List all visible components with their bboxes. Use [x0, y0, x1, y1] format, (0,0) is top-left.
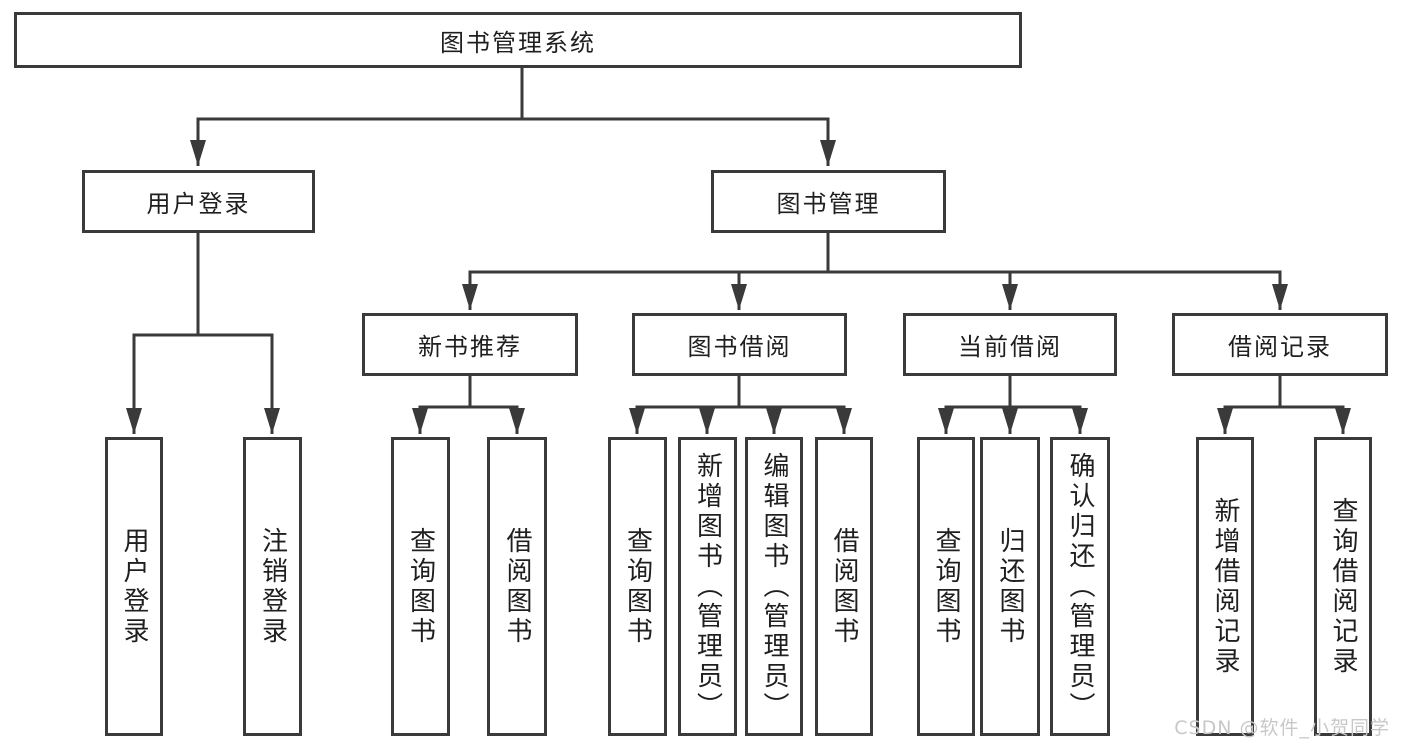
leaf-newbooks-borrow-books: 借阅图书 [487, 437, 547, 736]
leaf-current-query-books: 查询图书 [917, 437, 975, 736]
leaf-user-login: 用户登录 [105, 437, 163, 736]
leaf-newbooks-query-books: 查询图书 [391, 437, 450, 736]
node-user-login: 用户登录 [82, 170, 315, 233]
node-book-borrow: 图书借阅 [632, 313, 847, 376]
leaf-borrow-query-books: 查询图书 [608, 437, 667, 736]
node-new-book-recommend: 新书推荐 [362, 313, 578, 376]
leaf-borrow-borrow-books: 借阅图书 [815, 437, 873, 736]
watermark: CSDN @软件_小贺同学 [1174, 717, 1390, 739]
connector-records-to-leaves [1217, 376, 1351, 434]
leaf-logout: 注销登录 [243, 437, 302, 736]
leaf-current-return-books: 归还图书 [980, 437, 1040, 736]
connector-root-to-level2 [190, 68, 836, 166]
leaf-borrow-edit-books-admin: 编辑图书（管理员） [745, 437, 803, 736]
leaf-records-query-record: 查询借阅记录 [1314, 437, 1372, 736]
node-book-management: 图书管理 [711, 170, 946, 233]
leaf-records-add-record: 新增借阅记录 [1196, 437, 1254, 736]
connector-bookborrow-to-leaves [629, 376, 852, 434]
node-current-borrow: 当前借阅 [903, 313, 1117, 376]
connector-newbooks-to-leaves [412, 376, 525, 434]
connector-management-to-level3 [462, 233, 1288, 310]
connector-login-to-leaves [126, 233, 280, 434]
node-root-system: 图书管理系统 [14, 12, 1022, 68]
leaf-borrow-add-books-admin: 新增图书（管理员） [678, 437, 737, 736]
leaf-current-confirm-return-admin: 确认归还（管理员） [1050, 437, 1110, 736]
node-borrow-records: 借阅记录 [1172, 313, 1388, 376]
connector-currentborrow-to-leaves [938, 376, 1088, 434]
